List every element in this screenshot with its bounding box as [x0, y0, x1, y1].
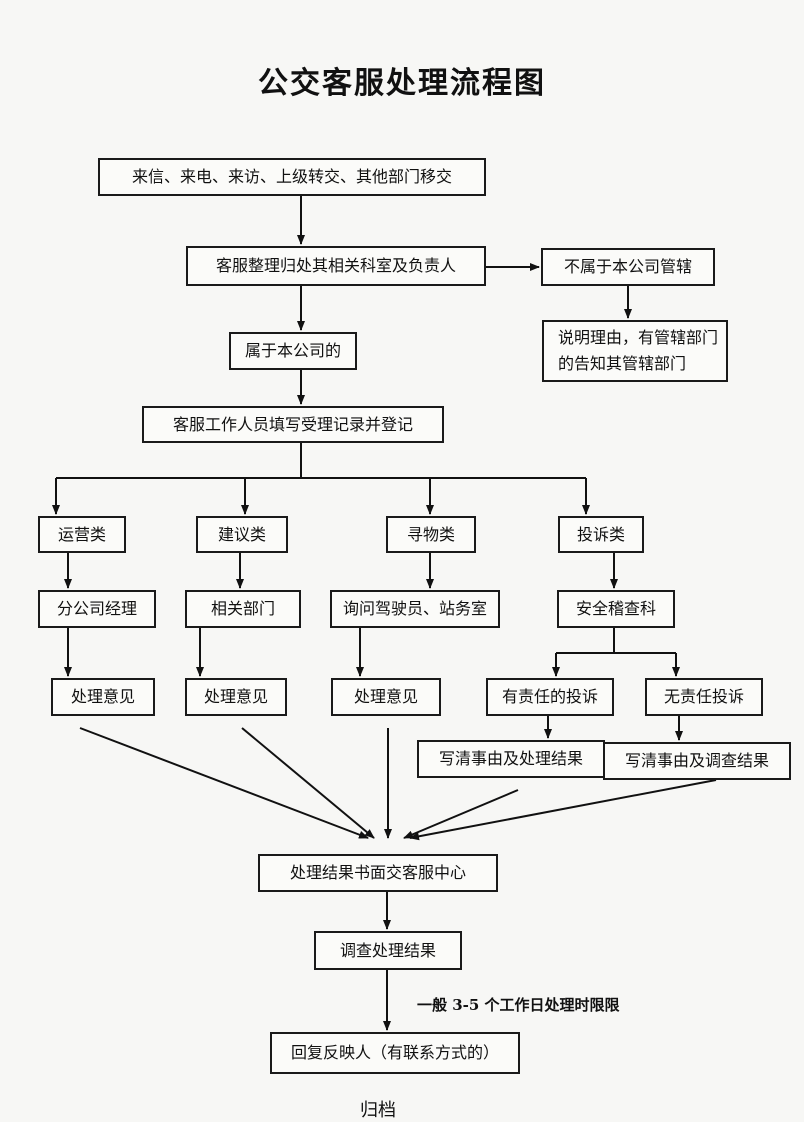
node-suggest-handler: 相关部门 [185, 590, 301, 628]
node-explain: 说明理由，有管辖部门 的告知其管辖部门 [542, 320, 728, 382]
node-explain-line-2: 的告知其管辖部门 [558, 354, 687, 373]
node-explain-line-1: 说明理由，有管辖部门 [558, 328, 719, 347]
node-not-liable-result: 写清事由及调查结果 [603, 742, 791, 780]
node-is-ours: 属于本公司的 [229, 332, 357, 370]
footer-archive-text: 归档 [360, 1100, 396, 1121]
node-record: 客服工作人员填写受理记录并登记 [142, 406, 444, 443]
node-cat-suggest: 建议类 [196, 516, 288, 553]
node-lost-handler: 询问驾驶员、站务室 [330, 590, 500, 628]
node-sources: 来信、来电、来访、上级转交、其他部门移交 [98, 158, 486, 196]
node-cat-ops: 运营类 [38, 516, 126, 553]
node-ops-handler: 分公司经理 [38, 590, 156, 628]
node-suggest-opinion: 处理意见 [185, 678, 287, 716]
node-not-liable: 无责任投诉 [645, 678, 763, 716]
time-limit-note: 一般 3-5 个工作日处理时限限 [417, 996, 620, 1014]
node-reply: 回复反映人（有联系方式的） [270, 1032, 520, 1074]
node-complaint-handler: 安全稽查科 [557, 590, 675, 628]
node-ops-opinion: 处理意见 [51, 678, 155, 716]
node-submit: 处理结果书面交客服中心 [258, 854, 498, 892]
node-lost-opinion: 处理意见 [331, 678, 441, 716]
node-cat-complaint: 投诉类 [558, 516, 644, 553]
node-not-ours: 不属于本公司管辖 [541, 248, 715, 286]
node-investigate: 调查处理结果 [314, 931, 462, 970]
node-liable: 有责任的投诉 [486, 678, 614, 716]
node-classify: 客服整理归处其相关科室及负责人 [186, 246, 486, 286]
node-liable-result: 写清事由及处理结果 [417, 740, 605, 778]
page-title: 公交客服处理流程图 [258, 66, 546, 101]
footer-archive: 归档 [360, 1090, 396, 1121]
node-cat-lost: 寻物类 [386, 516, 476, 553]
